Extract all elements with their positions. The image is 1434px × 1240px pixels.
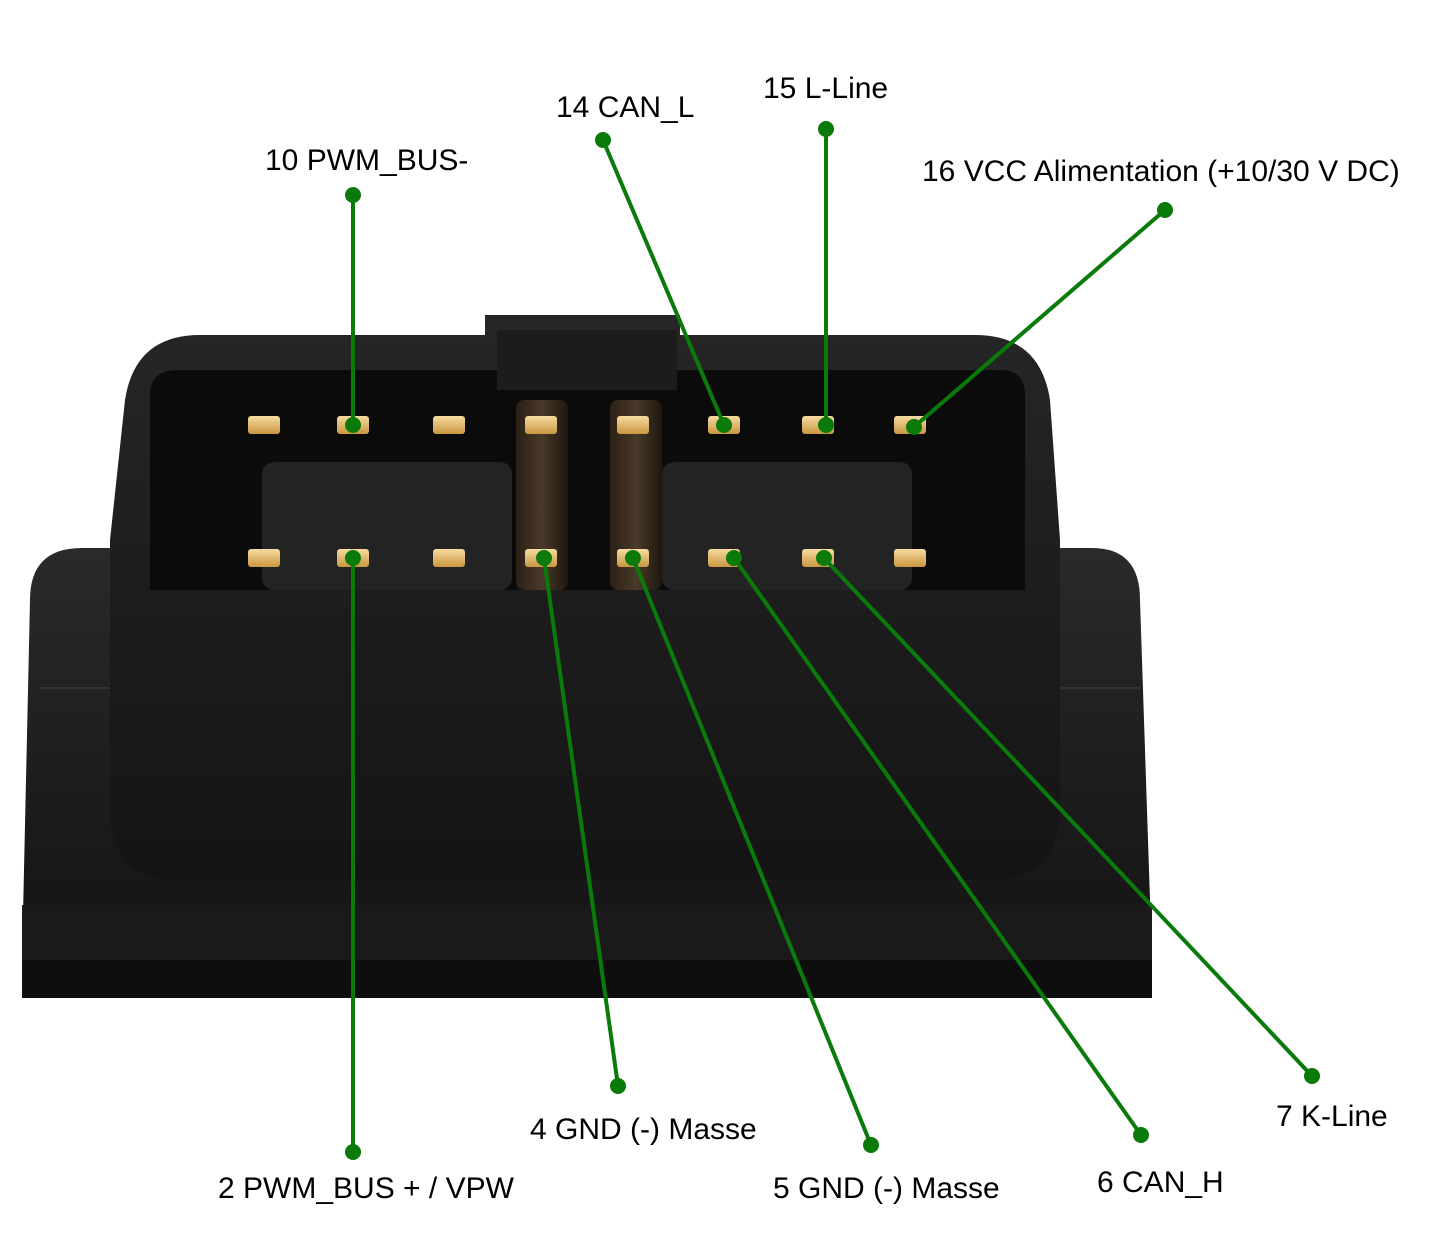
pin-contact-12	[617, 416, 649, 434]
label-pin10: 10 PWM_BUS-	[265, 144, 468, 177]
label-pin4: 4 GND (-) Masse	[530, 1113, 757, 1146]
centre-blade-right	[610, 400, 662, 590]
pin-contact-8	[248, 549, 280, 567]
leader-pin10	[345, 187, 361, 433]
leader-pin7	[816, 550, 1320, 1084]
left-key-block	[262, 462, 512, 590]
label-pin5: 5 GND (-) Masse	[773, 1172, 1000, 1205]
label-pin7: 7 K-Line	[1276, 1100, 1388, 1133]
right-key-block	[662, 462, 912, 590]
leader-pin5	[625, 550, 879, 1153]
label-pin16: 16 VCC Alimentation (+10/30 V DC)	[922, 155, 1400, 188]
label-pin14: 14 CAN_L	[556, 91, 694, 124]
pin-contact-1	[894, 549, 926, 567]
pin-labels: 10 PWM_BUS- 14 CAN_L 15 L-Line 16 VCC Al…	[218, 72, 1400, 1205]
pin-contact-14	[433, 416, 465, 434]
leader-pin15	[818, 121, 834, 433]
pin-contact-13	[525, 416, 557, 434]
label-pin2: 2 PWM_BUS + / VPW	[218, 1172, 515, 1205]
pin-contact-6	[433, 549, 465, 567]
leader-pin14	[595, 132, 732, 433]
label-pin15: 15 L-Line	[763, 72, 888, 105]
leader-pin4	[536, 550, 626, 1094]
leader-pin16	[906, 202, 1173, 435]
leader-pin6	[726, 550, 1149, 1143]
centre-blade-left	[516, 400, 568, 590]
label-pin6: 6 CAN_H	[1097, 1166, 1224, 1199]
connector-hood	[110, 315, 1060, 880]
leader-lines	[345, 121, 1320, 1160]
pin-contact-16	[248, 416, 280, 434]
leader-pin2	[345, 550, 361, 1160]
